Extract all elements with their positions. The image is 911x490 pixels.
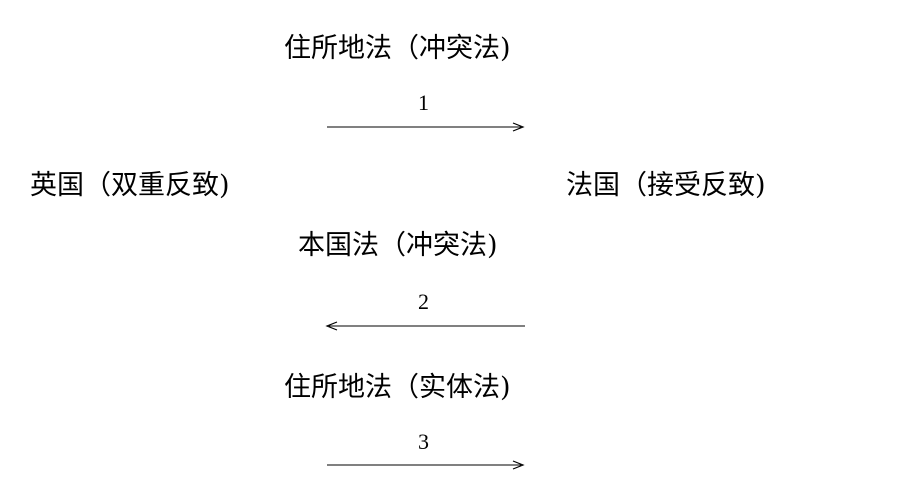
step-1-arrow-right (327, 122, 525, 132)
left-node-england: 英国（双重反致) (30, 170, 230, 201)
step-1-label: 住所地法（冲突法) (284, 33, 511, 64)
step-1-number: 1 (418, 90, 429, 115)
step-2-number: 2 (418, 289, 429, 314)
right-node-france: 法国（接受反致) (566, 170, 766, 201)
step-3-number: 3 (418, 429, 429, 454)
step-3-arrow-right (327, 460, 525, 470)
step-2-label: 本国法（冲突法) (298, 230, 498, 261)
step-3-label: 住所地法（实体法) (284, 372, 511, 403)
step-2-arrow-left (325, 321, 525, 331)
